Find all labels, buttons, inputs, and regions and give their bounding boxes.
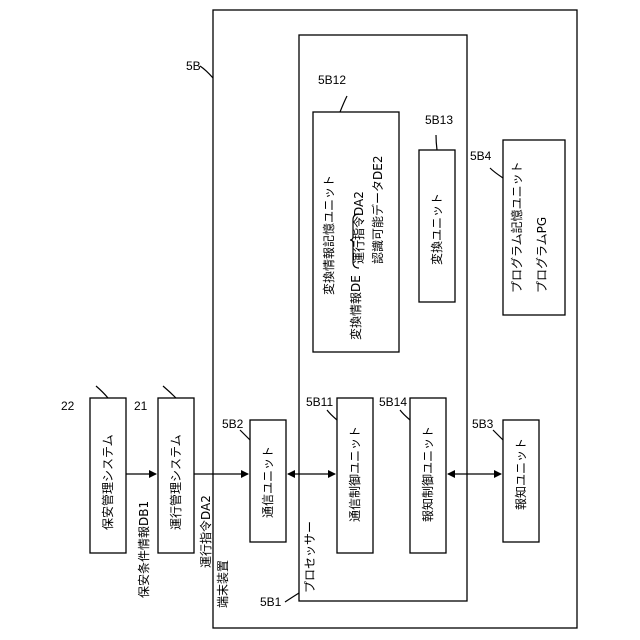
operation-command-flow-label: 運行指令DA2 [198, 495, 213, 568]
security-system-leader-line [96, 386, 108, 398]
terminal-device-ref: 5B [186, 59, 201, 73]
conversion-unit-label: 変換ユニット [429, 193, 444, 265]
processor-ref: 5B1 [260, 595, 282, 609]
program-storage-title: プログラム記憶ユニット [509, 161, 524, 293]
comm-control-label: 通信制御ユニット [347, 426, 362, 522]
comm-unit-label: 通信ユニット [261, 446, 275, 518]
terminal-device-leader-line [200, 66, 213, 78]
program-label: プログラムPG [535, 217, 549, 293]
notify-unit-ref: 5B3 [472, 417, 494, 431]
conversion-unit-ref: 5B13 [425, 113, 453, 127]
comm-unit-ref: 5B2 [222, 417, 244, 431]
conversion-storage-title: 変換情報記憶ユニット [321, 175, 336, 295]
security-system-label: 保安管理システム [100, 434, 115, 530]
operation-system-leader-line [163, 386, 176, 398]
operation-system-ref: 21 [134, 399, 148, 413]
notify-control-ref: 5B14 [379, 395, 407, 409]
notify-unit-label: 報知ユニット [514, 438, 528, 510]
security-db-flow-label: 保安条件情報DB1 [136, 501, 151, 598]
program-storage-ref: 5B4 [470, 149, 492, 163]
processor-label: プロセッサー [303, 521, 317, 593]
operation-system-label: 運行管理システム [168, 434, 183, 530]
notify-control-label: 報知制御ユニット [420, 426, 435, 522]
recognizable-data-item: 認識可能データDE2 [370, 156, 385, 264]
conversion-info-label: 変換情報DE [348, 275, 363, 340]
comm-control-ref: 5B11 [306, 395, 333, 409]
terminal-device-label: 端末装置 [216, 560, 230, 608]
operation-command-da2-item: 運行指令DA2 [351, 191, 366, 264]
conversion-storage-ref: 5B12 [318, 73, 346, 87]
security-system-ref: 22 [61, 399, 75, 413]
